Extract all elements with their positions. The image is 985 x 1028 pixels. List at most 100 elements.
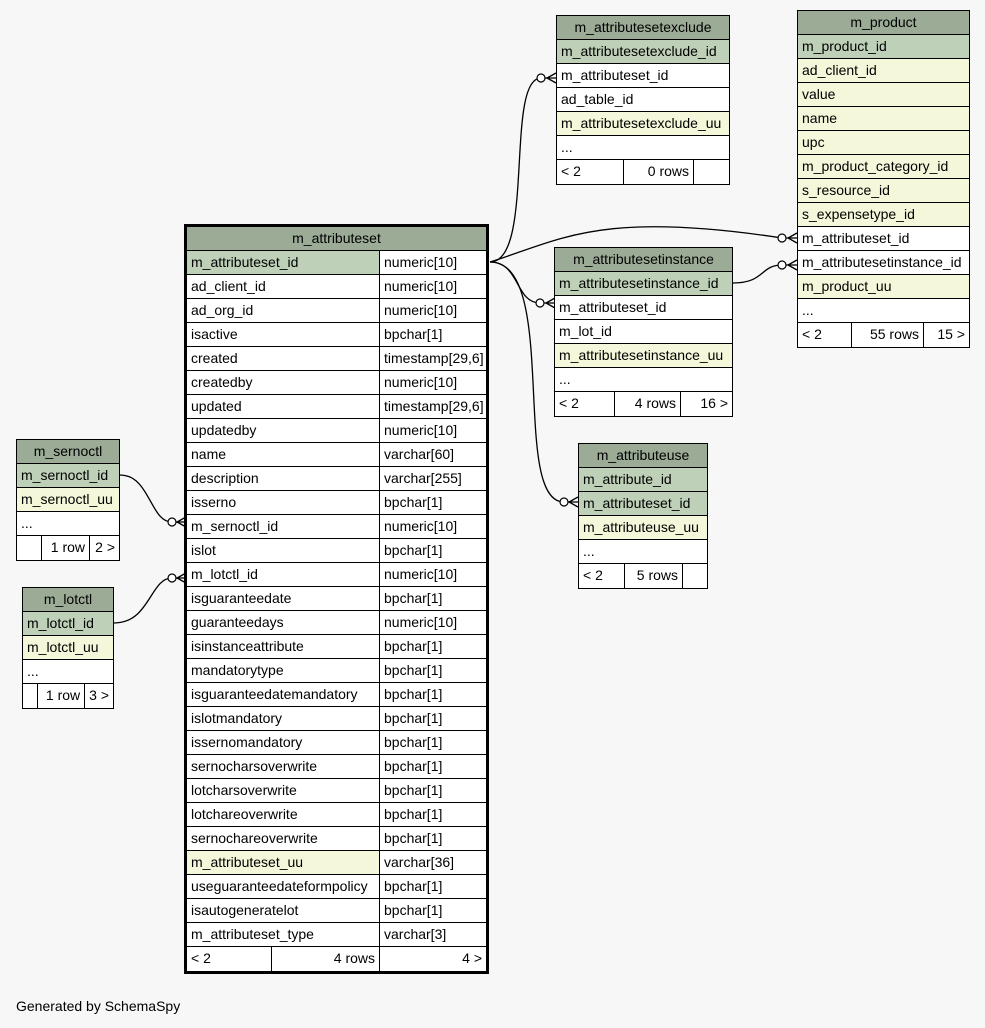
column-row[interactable]: upc (798, 131, 969, 155)
column-row[interactable]: m_lotctl_id (23, 612, 113, 636)
column-row[interactable]: ... (17, 512, 119, 536)
column-row[interactable]: name (798, 107, 969, 131)
column-row[interactable]: m_lot_id (555, 320, 732, 344)
column-row[interactable]: m_product_id (798, 35, 969, 59)
column-row[interactable]: m_attributesetexclude_uu (557, 112, 729, 136)
column-row[interactable]: m_attributesetinstance_id (555, 272, 732, 296)
column-row[interactable]: m_product_category_id (798, 155, 969, 179)
table-header[interactable]: m_attributeuse (579, 444, 707, 468)
table-header[interactable]: m_product (798, 11, 969, 35)
prev-link[interactable]: < 2 (561, 163, 581, 179)
column-row[interactable]: ... (555, 368, 732, 392)
column-row[interactable]: ... (23, 660, 113, 684)
column-row[interactable]: ad_table_id (557, 88, 729, 112)
column-row[interactable]: s_expensetype_id (798, 203, 969, 227)
column-type: bpchar[1] (379, 323, 486, 346)
column-row[interactable]: m_lotctl_uu (23, 636, 113, 660)
column-row[interactable]: m_attributeset_id (798, 227, 969, 251)
column-row[interactable]: m_sernoctl_id (17, 464, 119, 488)
column-name: issernomandatory (191, 734, 303, 750)
column-row[interactable]: ... (798, 299, 969, 323)
column-row[interactable]: ... (557, 136, 729, 160)
column-type: bpchar[1] (379, 539, 486, 562)
prev-link[interactable]: < 2 (191, 950, 211, 966)
column-row[interactable]: m_attributeset_id (557, 64, 729, 88)
column-row[interactable]: m_attributesetinstance_id (798, 251, 969, 275)
next-link[interactable]: 15 > (923, 323, 969, 347)
column-row[interactable]: name varchar[60] (187, 443, 486, 467)
column-name: updated (191, 398, 242, 414)
table-header[interactable]: m_attributesetinstance (555, 248, 732, 272)
column-row[interactable]: m_product_uu (798, 275, 969, 299)
next-link[interactable] (682, 564, 707, 588)
table-header[interactable]: m_attributeset (187, 227, 486, 251)
next-link[interactable] (693, 160, 729, 184)
prev-link[interactable]: < 2 (583, 567, 603, 583)
column-row[interactable]: ad_client_id (798, 59, 969, 83)
column-row[interactable]: m_attributeset_id (579, 492, 707, 516)
table-header[interactable]: m_attributesetexclude (557, 16, 729, 40)
next-link[interactable]: 16 > (680, 392, 732, 416)
column-row[interactable]: s_resource_id (798, 179, 969, 203)
next-link[interactable]: 4 > (379, 947, 486, 971)
prev-link[interactable]: < 2 (559, 395, 579, 411)
column-row[interactable]: m_attributeuse_uu (579, 516, 707, 540)
column-name: m_sernoctl_uu (21, 491, 113, 507)
column-row[interactable]: m_attribute_id (579, 468, 707, 492)
column-row[interactable]: m_sernoctl_uu (17, 488, 119, 512)
column-name: createdby (191, 374, 253, 390)
prev-link[interactable] (23, 684, 37, 708)
column-row[interactable]: m_attributesetinstance_uu (555, 344, 732, 368)
prev-link[interactable]: < 2 (802, 326, 822, 342)
table-header[interactable]: m_lotctl (23, 588, 113, 612)
column-type: varchar[60] (379, 443, 486, 466)
column-row[interactable]: value (798, 83, 969, 107)
column-row[interactable]: ... (579, 540, 707, 564)
table-header[interactable]: m_sernoctl (17, 440, 119, 464)
next-link[interactable]: 3 > (84, 684, 113, 708)
column-row[interactable]: m_attributesetexclude_id (557, 40, 729, 64)
column-name: name (191, 446, 227, 462)
column-row[interactable]: m_attributeset_id (555, 296, 732, 320)
generated-by-footer: Generated by SchemaSpy (16, 998, 181, 1014)
next-link[interactable]: 2 > (89, 536, 119, 560)
prev-link[interactable] (17, 536, 41, 560)
